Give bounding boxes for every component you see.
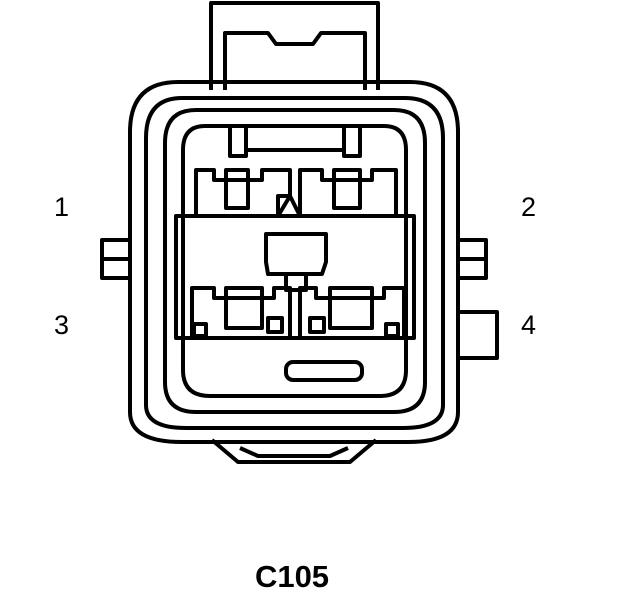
terminal-cavity-3	[190, 286, 292, 338]
top-latch-inner	[223, 31, 367, 90]
terminal-ramp	[276, 194, 302, 218]
pin-3-label: 3	[54, 310, 70, 340]
terminal-cavity-1	[194, 168, 292, 216]
center-latch	[264, 232, 328, 276]
corner-tab-left	[192, 322, 208, 338]
pin-2-label: 2	[521, 192, 537, 222]
terminal-cavity-4	[298, 286, 406, 338]
pin-1-label: 1	[54, 192, 70, 222]
right-key	[458, 310, 499, 360]
lock-tab-left	[266, 316, 284, 334]
corner-tab-right	[384, 322, 400, 338]
housing-outer	[128, 80, 460, 444]
terminal-slot-4	[328, 296, 374, 330]
terminal-slot-3	[224, 296, 264, 330]
bottom-skirt	[210, 438, 378, 464]
top-rib-right	[342, 126, 362, 158]
housing-middle	[144, 96, 445, 430]
top-rib-left	[228, 126, 248, 158]
terminal-slot-2	[332, 178, 362, 210]
housing-inner	[163, 108, 427, 414]
terminal-cavity-2	[298, 168, 398, 216]
center-latch-stem	[284, 274, 308, 292]
cavity-frame	[181, 124, 408, 398]
connector-id-label: C105	[254, 559, 330, 594]
key-slot	[284, 360, 364, 382]
top-latch	[209, 1, 380, 90]
center-band	[174, 214, 416, 340]
pin-4-label: 4	[521, 310, 537, 340]
lock-tab-right	[308, 316, 326, 334]
terminal-slot-1	[224, 178, 250, 210]
bottom-skirt-inner	[239, 446, 349, 458]
